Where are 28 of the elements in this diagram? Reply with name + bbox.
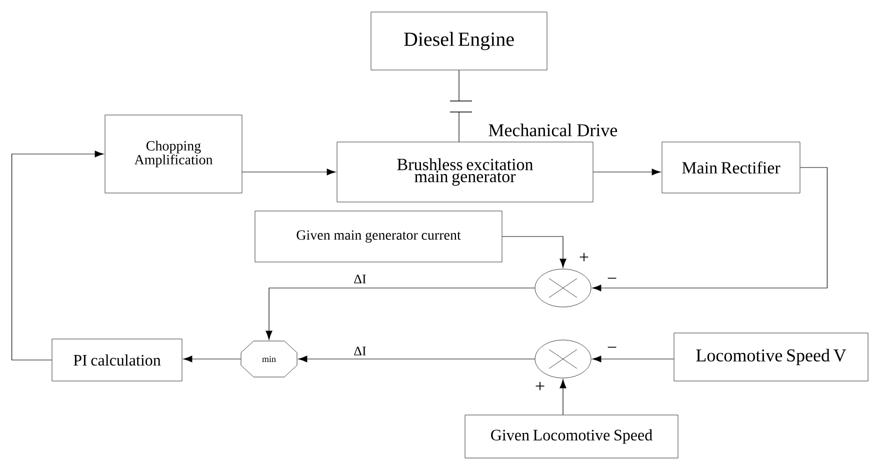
connector-arrow <box>560 379 566 416</box>
edge-label: + <box>578 252 590 264</box>
connector-arrow <box>266 288 536 340</box>
connector-arrow <box>183 356 242 362</box>
summing-junction <box>534 340 592 378</box>
connector-arrow <box>298 356 536 362</box>
block-box: Given main generator current <box>254 210 502 262</box>
connector-arrow <box>592 167 828 292</box>
block-box: Main Rectifier <box>662 142 800 194</box>
block-box: Given Locomotive Speed <box>464 414 678 458</box>
block-box: Chopping Amplification <box>104 114 242 194</box>
min-selector: min <box>240 340 298 378</box>
block-box: PI calculation <box>52 338 182 382</box>
block-box: Brushless excitation main generator <box>336 142 594 202</box>
edge-label: ΔI <box>352 346 368 356</box>
edge-label: ΔI <box>352 274 368 284</box>
edge-label: − <box>606 276 618 286</box>
connector-arrow <box>592 356 674 362</box>
connector-arrow <box>242 168 336 176</box>
block-box: Locomotive Speed V <box>674 332 868 382</box>
edge-label: − <box>606 346 618 354</box>
summing-junction <box>534 268 592 308</box>
block-box: Diesel Engine <box>370 12 548 70</box>
connector-arrow <box>502 236 566 268</box>
edge-label: Mechanical Drive <box>487 122 619 138</box>
connector-arrow <box>12 150 104 360</box>
connector-arrow <box>592 168 661 176</box>
edge-label: + <box>534 380 546 394</box>
